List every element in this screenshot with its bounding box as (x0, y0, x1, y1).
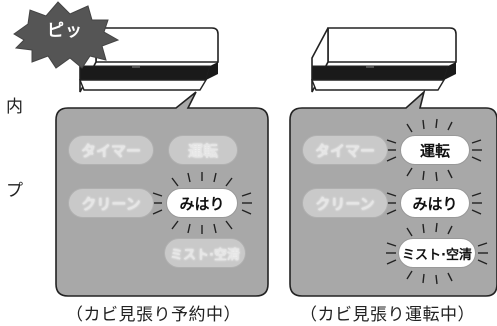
caption-right: （カビ見張り運転中） (300, 305, 475, 325)
clean-button-right: クリーン (302, 188, 388, 218)
air-conditioner-left (78, 27, 219, 93)
timer-button-left: タイマー (68, 135, 154, 165)
watch-button-left: みはり (166, 188, 238, 218)
run-button-left: 運転 (168, 135, 238, 165)
side-text-top: 内 (6, 97, 23, 117)
beep-burst (13, 1, 120, 69)
flash-rays-mist-right (386, 222, 488, 285)
flash-rays-watch-left (152, 172, 252, 234)
air-conditioner-right (310, 27, 457, 93)
watch-button-right: みはり (400, 188, 470, 218)
mist-button-left: ミスト·空清 (164, 238, 246, 268)
mist-button-right: ミスト·空清 (398, 238, 476, 268)
caption-left: （カビ見張り予約中） (66, 305, 241, 325)
side-text-bottom: プ (6, 181, 23, 201)
run-button-right: 運転 (400, 135, 470, 165)
beep-text: ピッ (47, 20, 83, 41)
clean-button-left: クリーン (68, 188, 154, 218)
flash-rays-run-right (386, 118, 482, 182)
timer-button-right: タイマー (302, 135, 388, 165)
